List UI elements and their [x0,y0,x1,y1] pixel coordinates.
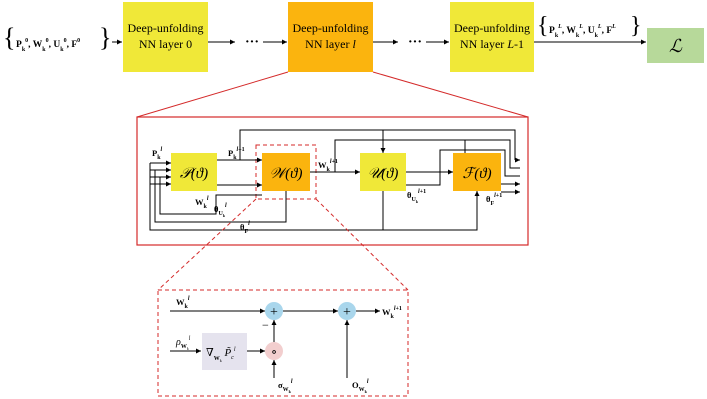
layer-last-line1: Deep-unfolding [454,21,530,35]
svg-text:Wkl+1: Wkl+1 [382,306,402,320]
svg-text:θUkl: θUkl [214,203,227,218]
svg-text:{: { [537,13,549,39]
input-set-label: { Pk0, Wk0, Uk0, F0 } [3,23,111,53]
layer-0-line2: NN layer 0 [139,37,192,51]
svg-text:Wkl: Wkl [195,196,209,210]
loss-label: ℒ [669,36,683,56]
svg-text:ℱ(ϑ): ℱ(ϑ) [462,166,491,182]
gradient-block: ∇Wk P̃cl [202,333,247,370]
svg-text:Pk0, Wk0, Uk0, F0: Pk0, Wk0, Uk0, F0 [16,38,80,53]
layer-detail-frame [136,116,529,246]
svg-text:𝒰(ϑ): 𝒰(ϑ) [368,166,399,182]
svg-text:θUkl+1: θUkl+1 [407,189,426,204]
plus-node-1: + [265,302,283,320]
signal-lines [149,129,520,231]
layer-l-block: Deep-unfolding NN layer l [288,2,373,72]
svg-text:σWkl: σWkl [278,379,293,394]
loss-block: ℒ [647,28,704,63]
svg-text:OWkl: OWkl [352,379,369,394]
svg-text:Pkl+1: Pkl+1 [228,147,245,161]
hadamard-node: ∘ [265,342,283,360]
w-update-detail-frame [157,289,409,397]
ellipsis-1: ··· [245,35,259,50]
layer-l-line1: Deep-unfolding [293,21,369,35]
svg-text:θFl+1: θFl+1 [486,193,502,207]
svg-text:𝒫(ϑ): 𝒫(ϑ) [180,166,208,182]
plus-node-2: + [338,302,356,320]
output-set-label: { PkL, WkL, UkL, FL } [537,13,642,39]
svg-text:+: + [343,305,351,320]
f-block: ℱ(ϑ) [453,153,501,191]
svg-text:PkL, WkL, UkL, FL: PkL, WkL, UkL, FL [549,24,616,39]
svg-text:𝒲(ϑ): 𝒲(ϑ) [269,166,302,182]
svg-text:ρWkl: ρWkl [175,336,191,351]
ellipsis-2: ··· [408,35,422,50]
svg-text:θFl: θFl [240,221,250,235]
u-block: 𝒰(ϑ) [360,153,406,191]
p-block: 𝒫(ϑ) [171,153,217,191]
svg-text:}: } [99,23,111,52]
layer-l-line2: NN layer l [305,37,356,51]
svg-text:{: { [3,23,15,52]
minus-sign: − [262,318,269,332]
svg-text:∇Wk P̃cl: ∇Wk P̃cl [206,346,236,363]
layer-last-line2: NN layer L-1 [460,37,524,51]
layer-0-block: Deep-unfolding NN layer 0 [123,2,208,72]
svg-text:Wkl: Wkl [176,296,190,310]
bottom-lines [170,308,380,378]
svg-text:}: } [630,13,642,39]
svg-text:Pkl: Pkl [152,147,163,161]
w-block: 𝒲(ϑ) [262,153,310,191]
svg-text:+: + [270,305,278,320]
svg-text:∘: ∘ [271,344,277,359]
layer-last-block: Deep-unfolding NN layer L-1 [450,2,534,72]
layer-0-line1: Deep-unfolding [128,21,204,35]
